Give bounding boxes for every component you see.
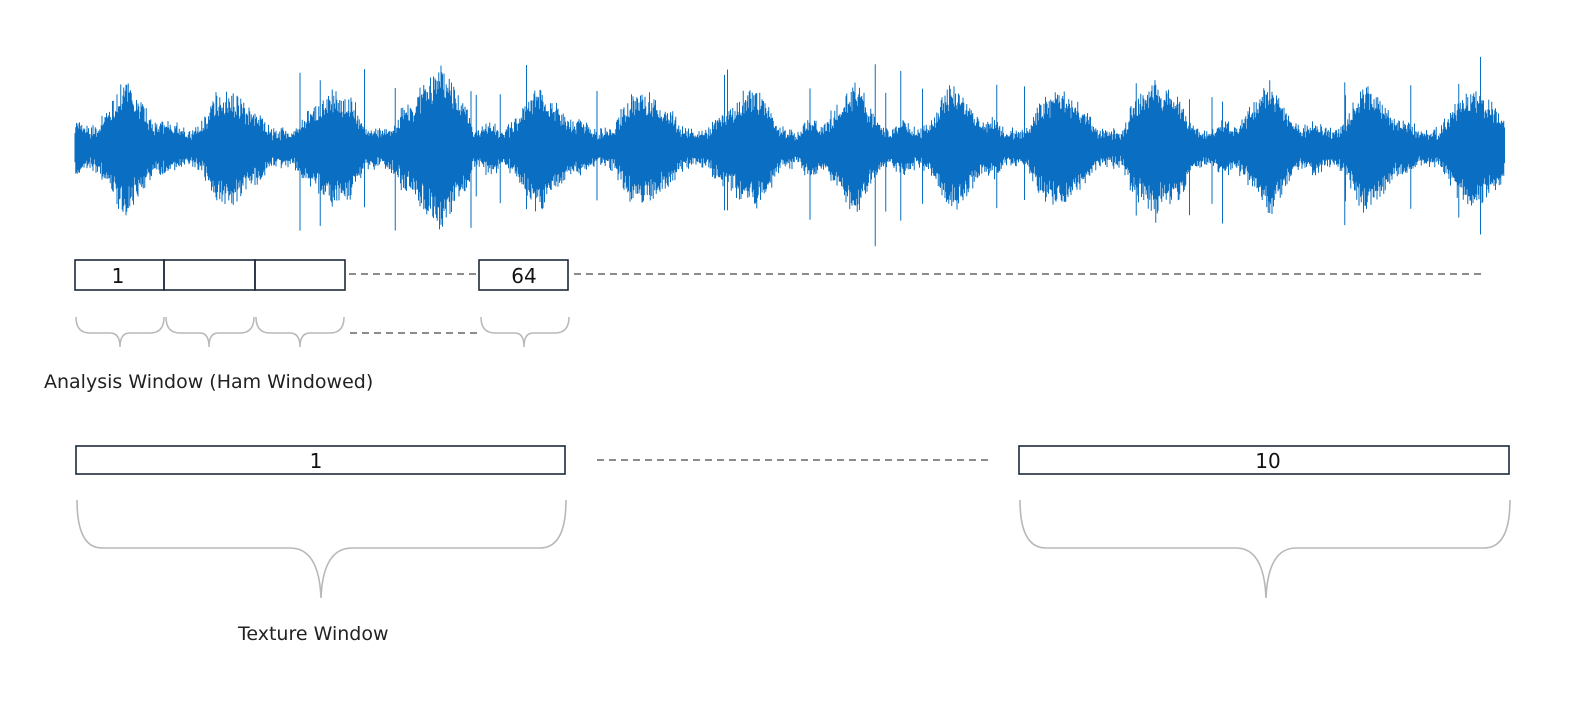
texture-window-10 [1018, 445, 1510, 475]
texture-window-caption: Texture Window [238, 623, 389, 645]
texture-brace-10 [1019, 499, 1511, 599]
analysis-window-caption: Analysis Window (Ham Windowed) [44, 371, 374, 393]
analysis-window-3 [254, 259, 346, 291]
texture-window-last-label: 10 [1255, 449, 1280, 473]
analysis-brace-1 [75, 316, 165, 348]
analysis-window-braces [75, 316, 570, 348]
analysis-window-row [74, 259, 569, 291]
audio-waveform [74, 56, 1505, 247]
analysis-window-first-label: 1 [112, 264, 125, 288]
analysis-brace-3 [255, 316, 345, 348]
texture-window-braces [76, 499, 1511, 599]
analysis-brace-2 [165, 316, 255, 348]
analysis-window-64 [478, 259, 569, 291]
waveform-path [74, 56, 1505, 247]
texture-window-first-label: 1 [310, 449, 323, 473]
analysis-window-2 [163, 259, 256, 291]
analysis-row-dashes [349, 273, 1482, 334]
analysis-brace-64 [480, 316, 570, 348]
texture-brace-1 [76, 499, 567, 599]
texture-window-1 [75, 445, 566, 475]
analysis-window-last-label: 64 [511, 264, 536, 288]
texture-window-row [75, 445, 1510, 475]
